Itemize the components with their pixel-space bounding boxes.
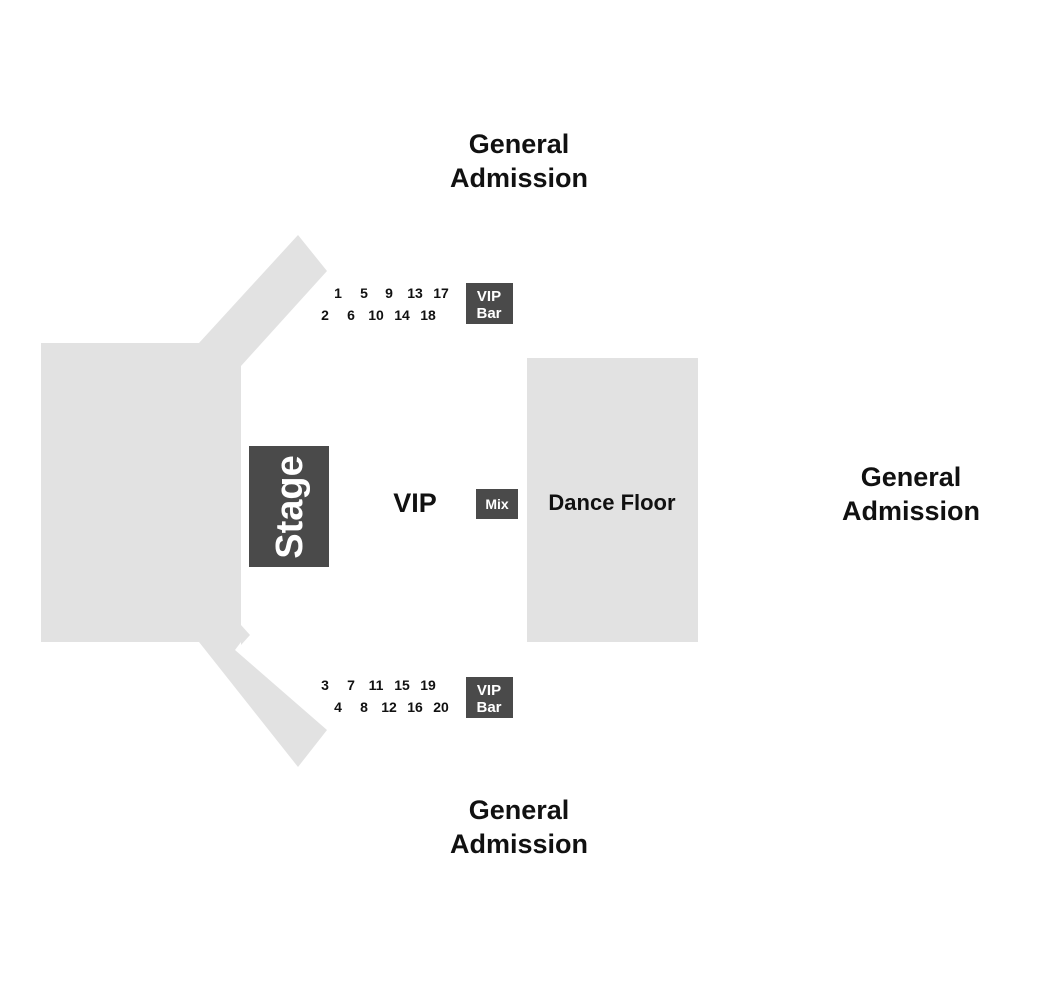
table-15[interactable]: 15 <box>394 677 410 693</box>
backstage-block <box>41 343 241 642</box>
vip-bar-top-box <box>466 283 513 324</box>
general-admission-bottom[interactable]: General Admission <box>450 795 588 859</box>
vip-bar-bottom-line2: Bar <box>476 699 501 716</box>
table-6[interactable]: 6 <box>347 307 355 323</box>
table-2[interactable]: 2 <box>321 307 329 323</box>
table-19[interactable]: 19 <box>420 677 436 693</box>
table-8[interactable]: 8 <box>360 699 368 715</box>
table-11[interactable]: 11 <box>369 677 384 693</box>
vip-bar-top-line1: VIP <box>477 288 501 305</box>
dance-floor-area[interactable] <box>527 358 698 642</box>
lower-walkway <box>199 642 327 767</box>
mix-booth-label: Mix <box>485 496 509 512</box>
general-admission-top-line1: General <box>469 129 570 159</box>
vip-bar-top: VIP Bar <box>466 283 513 324</box>
table-1[interactable]: 1 <box>334 285 342 301</box>
general-admission-bottom-line2: Admission <box>450 829 588 859</box>
general-admission-top-line2: Admission <box>450 163 588 193</box>
upper-walkway <box>199 235 327 366</box>
vip-tables-top: 1 5 9 13 17 2 6 10 14 18 <box>321 285 449 323</box>
general-admission-right[interactable]: General Admission <box>842 462 980 526</box>
table-3[interactable]: 3 <box>321 677 329 693</box>
table-7[interactable]: 7 <box>347 677 355 693</box>
stage-notch <box>241 625 250 645</box>
vip-section-label: VIP <box>393 488 437 518</box>
table-13[interactable]: 13 <box>407 285 423 301</box>
vip-tables-bottom: 3 7 11 15 19 4 8 12 16 20 <box>321 677 449 715</box>
table-16[interactable]: 16 <box>407 699 423 715</box>
table-9[interactable]: 9 <box>385 285 393 301</box>
general-admission-right-line2: Admission <box>842 496 980 526</box>
backstage-area <box>41 235 327 767</box>
table-10[interactable]: 10 <box>368 307 384 323</box>
general-admission-bottom-line1: General <box>469 795 570 825</box>
vip-bar-bottom: VIP Bar <box>466 677 513 718</box>
vip-bar-bottom-box <box>466 677 513 718</box>
vip-bar-top-line2: Bar <box>476 305 501 322</box>
table-18[interactable]: 18 <box>420 307 436 323</box>
table-4[interactable]: 4 <box>334 699 342 715</box>
table-14[interactable]: 14 <box>394 307 410 323</box>
mix-booth <box>476 489 518 519</box>
table-20[interactable]: 20 <box>433 699 449 715</box>
general-admission-right-line1: General <box>861 462 962 492</box>
stage-label: Stage <box>269 455 311 558</box>
vip-bar-bottom-line1: VIP <box>477 682 501 699</box>
general-admission-top[interactable]: General Admission <box>450 129 588 193</box>
dance-floor-label: Dance Floor <box>548 490 676 515</box>
stage <box>249 446 329 567</box>
table-17[interactable]: 17 <box>433 285 449 301</box>
table-5[interactable]: 5 <box>360 285 368 301</box>
table-12[interactable]: 12 <box>381 699 397 715</box>
